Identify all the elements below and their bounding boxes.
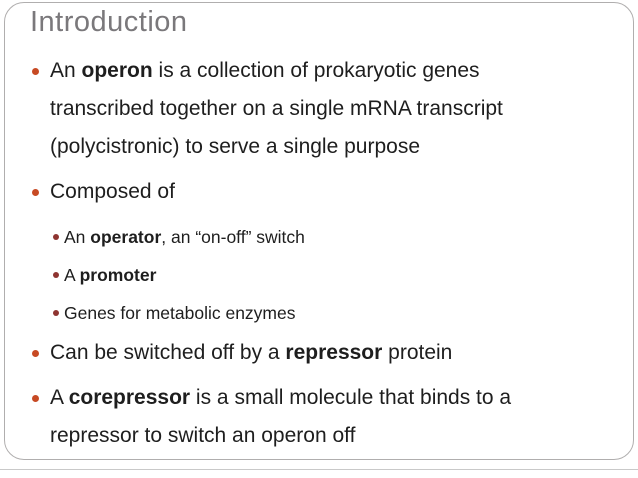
slide-bottom-edge [0, 469, 638, 470]
bullet-text: Composed of [50, 180, 175, 203]
slide-body: An operon is a collection of prokaryotic… [30, 50, 580, 462]
sub-bullet-dot-icon [53, 272, 59, 278]
bullet-dot-icon [32, 395, 39, 402]
sub-bullet-dot-icon [53, 234, 59, 240]
sub-bullet-item-operator: An operator, an “on-off” switch [30, 218, 580, 256]
bullet-text: Genes for metabolic enzymes [64, 303, 296, 323]
bullet-item-repressor: Can be switched off by a repressor prote… [30, 334, 580, 372]
bullet-dot-icon [32, 350, 39, 357]
bullet-item-operon: An operon is a collection of prokaryotic… [30, 52, 580, 166]
bullet-item-corepressor: A corepressor is a small molecule that b… [30, 379, 580, 455]
sub-bullet-item-genes: Genes for metabolic enzymes [30, 294, 580, 332]
sub-bullet-item-promoter: A promoter [30, 256, 580, 294]
bullet-dot-icon [32, 68, 39, 75]
bullet-text: An operator, an “on-off” switch [64, 227, 305, 247]
bullet-dot-icon [32, 189, 39, 196]
bullet-text: A corepressor is a small molecule that b… [50, 386, 512, 447]
bullet-text: A promoter [64, 265, 157, 285]
bullet-text: An operon is a collection of prokaryotic… [50, 59, 503, 158]
slide-title: Introduction [30, 6, 188, 38]
slide-frame-border [4, 2, 634, 460]
bullet-text: Can be switched off by a repressor prote… [50, 341, 453, 364]
bullet-item-composed-of: Composed of [30, 173, 580, 211]
sub-bullet-dot-icon [53, 310, 59, 316]
